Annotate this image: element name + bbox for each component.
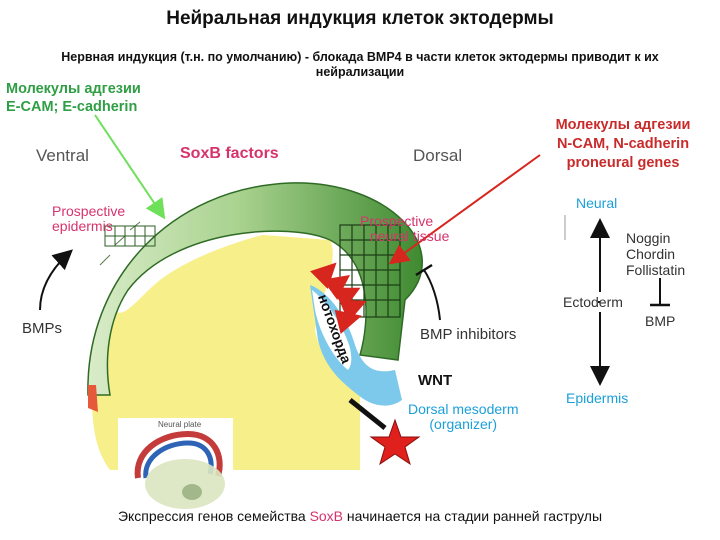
neural-plate-inset (118, 418, 233, 513)
prospective-epidermis-line1: Prospective (52, 203, 126, 219)
dorsal-label: Dorsal (413, 146, 463, 165)
footer-caption: Экспрессия генов семейства SoxB начинает… (0, 508, 720, 524)
prospective-neural-label: Prospective neural tissue (360, 214, 449, 244)
prospective-epidermis-line2: epidermis (52, 218, 113, 234)
adhesion-left-line1: Молекулы адгезии (6, 81, 141, 97)
noggin-label: Noggin (626, 230, 671, 246)
adhesion-right-line1: Молекулы адгезии (555, 117, 691, 133)
ventral-label: Ventral (36, 146, 89, 165)
dorsal-mesoderm-label: Dorsal mesoderm (organizer) (408, 402, 518, 432)
wnt-label: WNT (418, 372, 453, 389)
yolk-region (92, 232, 360, 470)
neural-fate-label: Neural (576, 195, 618, 211)
bmps-label: BMPs (22, 320, 63, 337)
footer-highlight: SoxB (309, 508, 344, 524)
prospective-epidermis-label: Prospective epidermis (52, 204, 125, 234)
bmp-antagonists-list: Noggin Chordin Follistatin (626, 230, 685, 278)
bmp-inhibitors-label: BMP inhibitors (420, 326, 517, 343)
neural-plate-label: Neural plate (158, 420, 202, 429)
adhesion-label-left: Молекулы адгезии E-CAM; E-cadherin (6, 80, 141, 116)
prospective-neural-line2: neural tissue (370, 228, 450, 244)
blastopore-lip (348, 398, 387, 430)
prospective-neural-line1: Prospective (360, 213, 434, 229)
follistatin-label: Follistatin (626, 262, 686, 278)
subtitle: Нервная индукция (т.н. по умолчанию) - б… (61, 50, 659, 79)
epidermis-fate-label: Epidermis (566, 390, 629, 406)
dorsal-mesoderm-line2: (organizer) (429, 416, 498, 432)
ventral-mesoderm-tip (88, 385, 98, 412)
soxb-factors-label: SoxB factors (180, 145, 279, 162)
epidermis-grid (104, 225, 156, 247)
ecam-pointer-arrow (94, 114, 166, 220)
footer-before: Экспрессия генов семейства (117, 508, 310, 524)
induction-arrows (310, 262, 367, 334)
ectoderm-ring (87, 182, 423, 396)
adhesion-left-line2: E-CAM; E-cadherin (6, 99, 138, 115)
ncam-pointer-arrow (388, 154, 541, 265)
adhesion-label-right: Молекулы адгезии N-CAM, N-cadherin prone… (528, 116, 718, 173)
ectoderm-label: Ectoderm (563, 294, 623, 310)
adhesion-right-line3: proneural genes (566, 155, 680, 171)
dorsal-mesoderm-line1: Dorsal mesoderm (408, 401, 519, 417)
bmp-label: BMP (645, 313, 676, 329)
notochord (312, 290, 352, 370)
chordin-label: Chordin (626, 246, 676, 262)
adhesion-right-line2: N-CAM, N-cadherin (556, 136, 690, 152)
organizer-star (369, 418, 421, 466)
right-panel-arrows (564, 215, 670, 386)
bmps-arrow (39, 249, 73, 311)
bmp-inhibitors-arrow (423, 269, 441, 321)
page-title: Нейральная индукция клеток эктодермы (166, 8, 554, 29)
footer-after: начинается на стадии ранней гаструлы (343, 508, 603, 524)
